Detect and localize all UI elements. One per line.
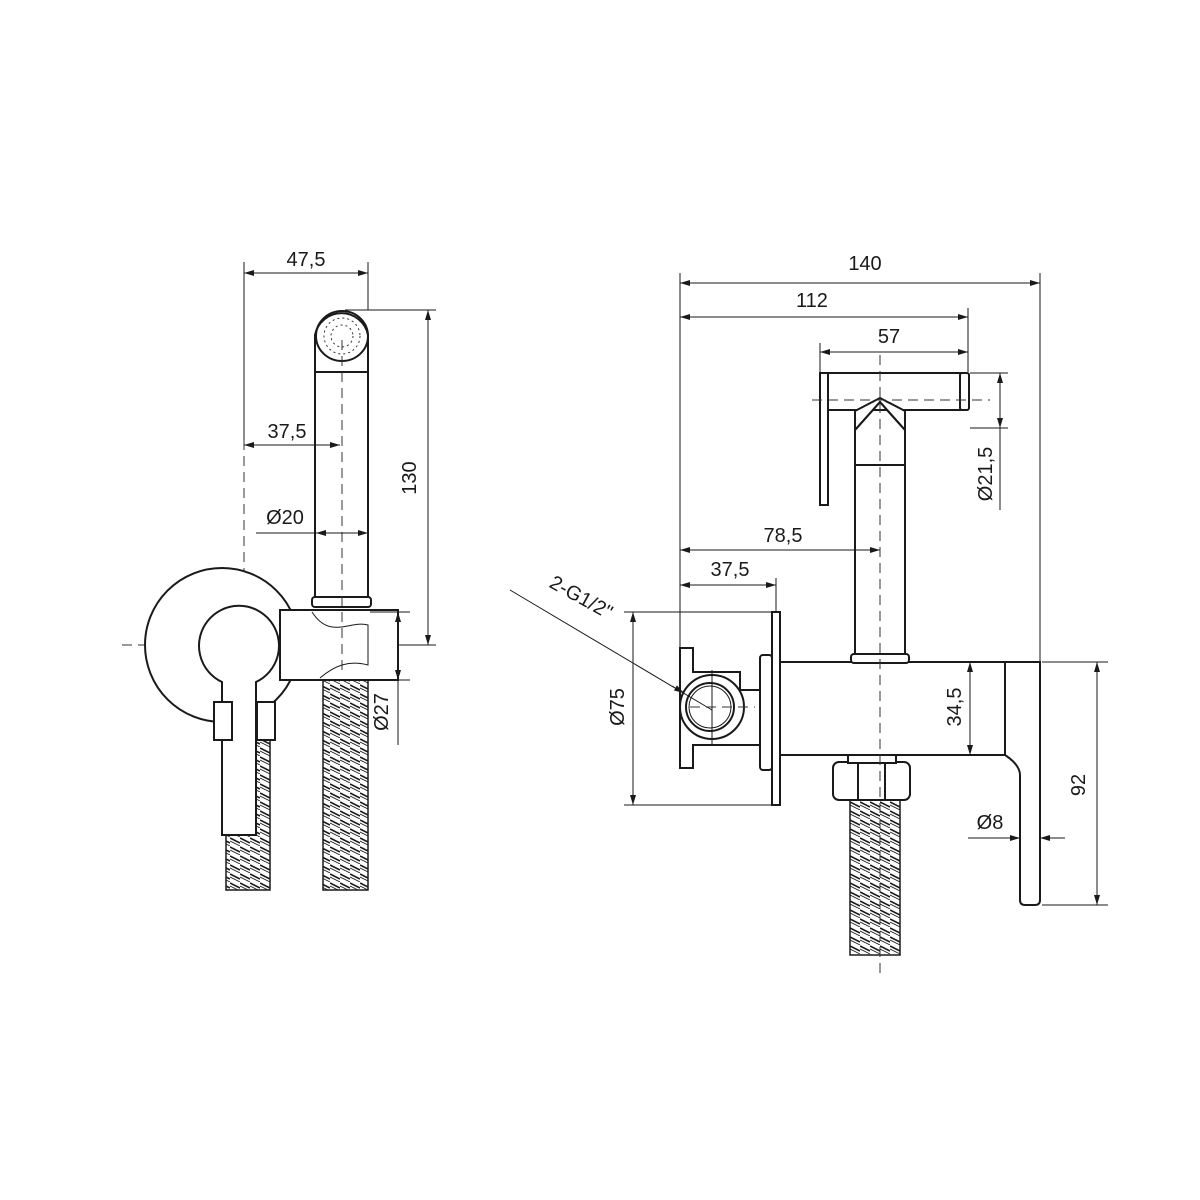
dim-handset-diameter: Ø21,5 [975,447,997,501]
hose-right [322,679,369,891]
valve-lever [198,604,280,836]
trigger-lever [819,372,829,506]
mixer-body [779,661,1006,756]
dim-lever-height: 92 [1068,774,1090,796]
dim-body-height: 34,5 [944,688,966,727]
dim-handset-diameter: Ø20 [266,507,304,529]
dim-handset-reach: 112 [796,290,828,312]
dim-holder-diameter: Ø27 [371,693,393,731]
nut-left [213,701,233,741]
holder-cradle [311,611,369,679]
dim-lever-thickness: Ø8 [977,812,1004,834]
spray-nozzle [959,372,970,411]
escutcheon [759,654,773,771]
mixer-lever [1004,661,1041,906]
dim-total-depth: 140 [848,253,881,275]
inlet-thread [685,682,735,732]
thread-label: 2-G1/2" [546,572,616,624]
dim-width: 47,5 [287,249,326,271]
front-view: 140 112 57 Ø21,5 78,5 37,5 Ø75 34,5 92 Ø… [509,253,1108,975]
nut-collar [847,754,897,764]
spray-holes-icon [323,317,361,355]
side-view: 47,5 37,5 Ø20 130 Ø27 [122,249,436,891]
hose [849,794,901,956]
dim-plate-offset: 37,5 [711,559,750,581]
dim-axis-offset: 37,5 [268,421,307,443]
hose-nut [832,761,911,801]
dim-height: 130 [399,461,421,494]
dim-axis-offset: 78,5 [764,525,803,547]
dim-plate-diameter: Ø75 [607,688,629,726]
handset-holder [279,609,399,681]
nut-right [256,701,276,741]
wall-plate [771,611,781,806]
dim-handset-length: 57 [878,326,900,348]
